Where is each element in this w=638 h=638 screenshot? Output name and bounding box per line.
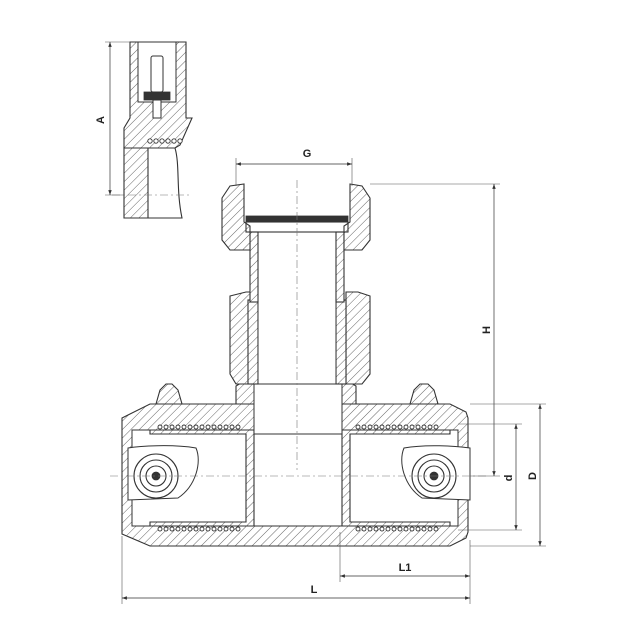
dimension-label-d: d: [503, 475, 515, 482]
branch-pipe-wall-right: [335, 231, 345, 303]
detail-heating-wires: [147, 138, 183, 144]
left-heating-wires: [157, 424, 241, 532]
threaded-insert-right: [335, 299, 347, 385]
dimension-l: L: [121, 536, 470, 604]
dimension-label-h: H: [481, 326, 493, 334]
right-terminal-boss: [409, 383, 439, 405]
detail-fitting-break: [148, 147, 183, 219]
right-socket-wall: [341, 429, 451, 527]
detail-pin-stem: [152, 99, 162, 119]
dimension-small-d: d: [458, 423, 522, 531]
detail-pin-collar: [143, 91, 171, 101]
dimension-h: H: [370, 183, 500, 477]
dimension-label-l: L: [311, 584, 318, 596]
detail-pipe-wall: [123, 147, 149, 219]
branch-pipe-wall-left: [249, 231, 259, 303]
detail-view: A: [95, 41, 193, 219]
tee-fitting: [110, 180, 488, 547]
dimension-label-l1: L1: [399, 562, 412, 574]
tee-center-pipe: [253, 433, 343, 527]
dimension-label-g: G: [303, 148, 312, 160]
left-terminal-boss: [155, 383, 183, 405]
right-terminal-pin: [401, 445, 471, 501]
lower-union-nut-right: [345, 291, 371, 385]
detail-terminal-pin: [150, 55, 164, 93]
dimension-label-big-d: D: [527, 472, 539, 480]
dimension-label-a: A: [95, 116, 107, 124]
dimension-g: G: [235, 148, 353, 186]
threaded-insert-left: [247, 299, 259, 385]
dimension-big-d: D: [470, 403, 546, 547]
dimension-l1: L1: [339, 532, 471, 604]
left-socket-wall: [149, 429, 255, 527]
branch-stem-bore: [253, 379, 343, 435]
right-heating-wires: [355, 424, 439, 532]
upper-union-nut: [221, 183, 251, 251]
